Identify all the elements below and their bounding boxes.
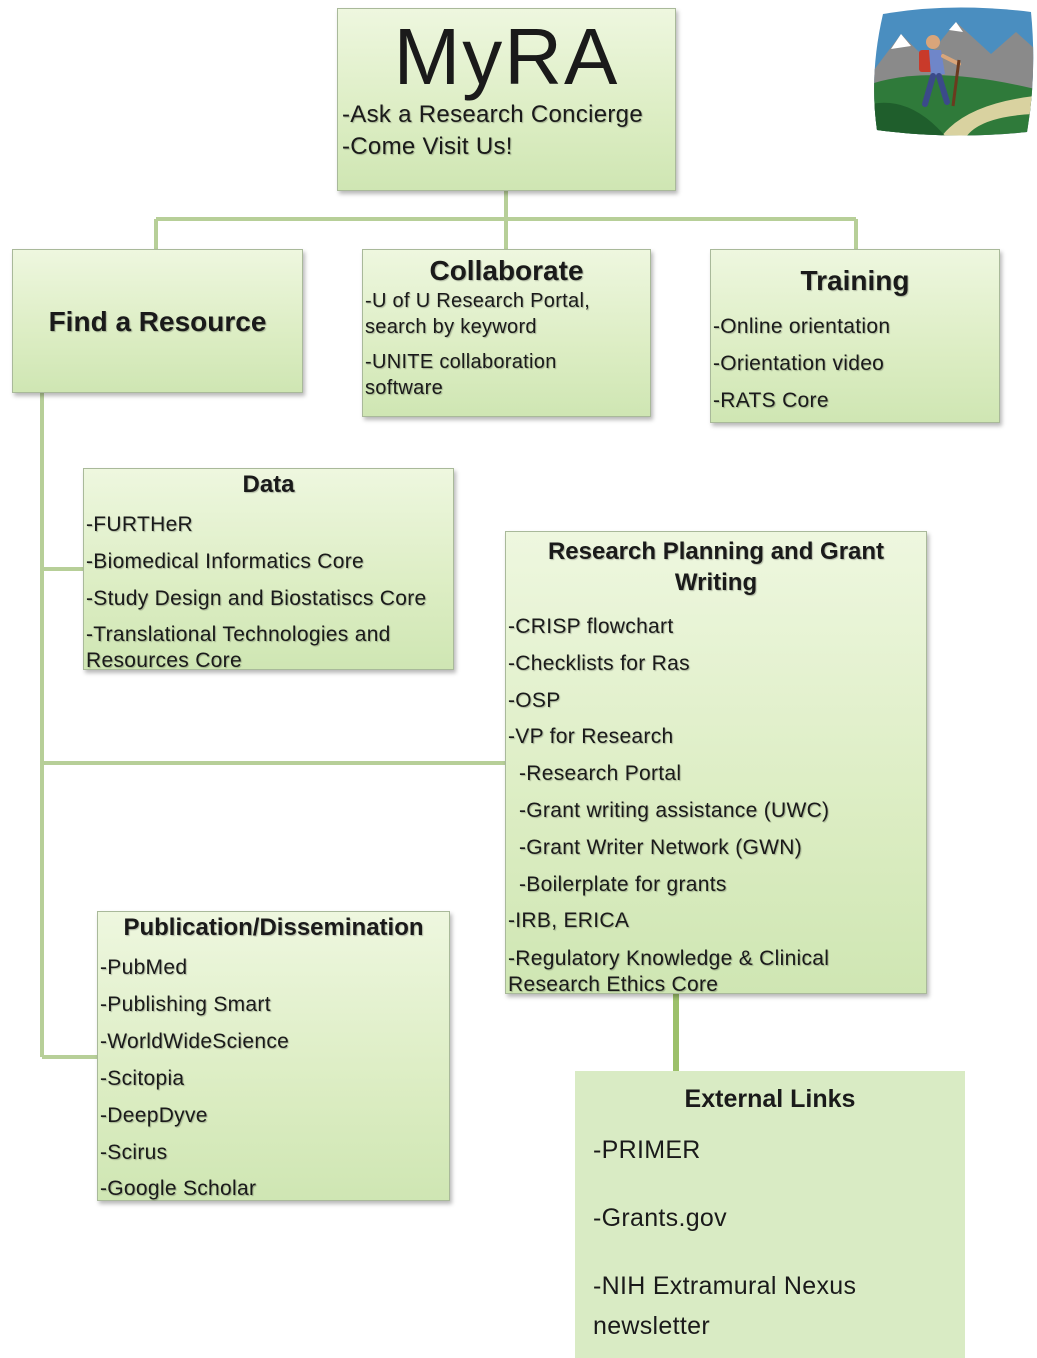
research-item: -OSP <box>508 688 561 712</box>
publication-title: Publication/Dissemination <box>123 914 424 941</box>
data-item: -Translational Technologies and <box>86 623 391 646</box>
publication-item: -WorldWideScience <box>100 1029 290 1053</box>
external-link-item: -NIH Extramural Nexus <box>593 1272 857 1300</box>
data-item: Resources Core <box>86 649 242 672</box>
collaborate-node: Collaborate -U of U Research Portal, sea… <box>362 249 651 417</box>
collaborate-title: Collaborate <box>429 255 584 286</box>
myra-item-visit: -Come Visit Us! <box>342 133 513 160</box>
external-links-title: External Links <box>684 1085 856 1113</box>
external-link-item: newsletter <box>593 1312 710 1340</box>
data-item: -Biomedical Informatics Core <box>86 550 364 573</box>
find-resource-title: Find a Resource <box>48 306 267 337</box>
collaborate-item: search by keyword <box>365 316 537 338</box>
research-subitem: -Grant writing assistance (UWC) <box>519 798 830 822</box>
external-link-item: -Grants.gov <box>593 1204 727 1232</box>
training-item: -Orientation video <box>713 352 885 375</box>
myra-root-node: MyRA -Ask a Research Concierge -Come Vis… <box>337 8 676 191</box>
research-subitem: -Boilerplate for grants <box>519 872 727 896</box>
collaborate-item: software <box>365 377 443 399</box>
research-item: -VP for Research <box>508 725 674 749</box>
training-item: -RATS Core <box>713 389 829 412</box>
research-item: -CRISP flowchart <box>508 615 674 638</box>
research-planning-title-line2: Writing <box>674 569 758 596</box>
myra-title: MyRA <box>393 12 620 101</box>
data-node: Data -FURTHeR -Biomedical Informatics Co… <box>83 468 454 672</box>
data-item: -FURTHeR <box>86 513 194 536</box>
research-planning-node: Research Planning and Grant Writing -CRI… <box>505 531 927 996</box>
training-node: Training -Online orientation -Orientatio… <box>710 249 1000 423</box>
publication-node: Publication/Dissemination -PubMed -Publi… <box>97 911 450 1201</box>
myra-item-concierge: -Ask a Research Concierge <box>342 101 643 128</box>
publication-item: -Scirus <box>100 1140 168 1164</box>
research-item: -Checklists for Ras <box>508 651 690 675</box>
research-subitem: -Grant Writer Network (GWN) <box>519 835 803 859</box>
publication-item: -Scitopia <box>100 1066 185 1090</box>
research-item: -IRB, ERICA <box>508 909 630 933</box>
publication-item: -PubMed <box>100 956 188 979</box>
collaborate-item: -UNITE collaboration <box>365 351 557 373</box>
training-title: Training <box>800 265 910 296</box>
publication-item: -Google Scholar <box>100 1177 257 1201</box>
data-title: Data <box>242 471 295 498</box>
research-planning-title-line1: Research Planning and Grant <box>547 538 885 565</box>
external-link-item: -PRIMER <box>593 1136 701 1164</box>
research-subitem: -Research Portal <box>519 762 682 786</box>
research-item: -Regulatory Knowledge & Clinical <box>508 947 830 971</box>
hiker-logo-icon <box>871 4 1035 137</box>
find-resource-node: Find a Resource <box>12 249 303 393</box>
training-item: -Online orientation <box>713 315 891 338</box>
data-item: -Study Design and Biostatiscs Core <box>86 587 427 610</box>
collaborate-item: -U of U Research Portal, <box>365 290 591 312</box>
publication-item: -DeepDyve <box>100 1103 208 1127</box>
research-item: Research Ethics Core <box>508 973 719 997</box>
publication-item: -Publishing Smart <box>100 992 271 1016</box>
external-links-node: External Links -PRIMER -Grants.gov -NIH … <box>575 1071 965 1358</box>
